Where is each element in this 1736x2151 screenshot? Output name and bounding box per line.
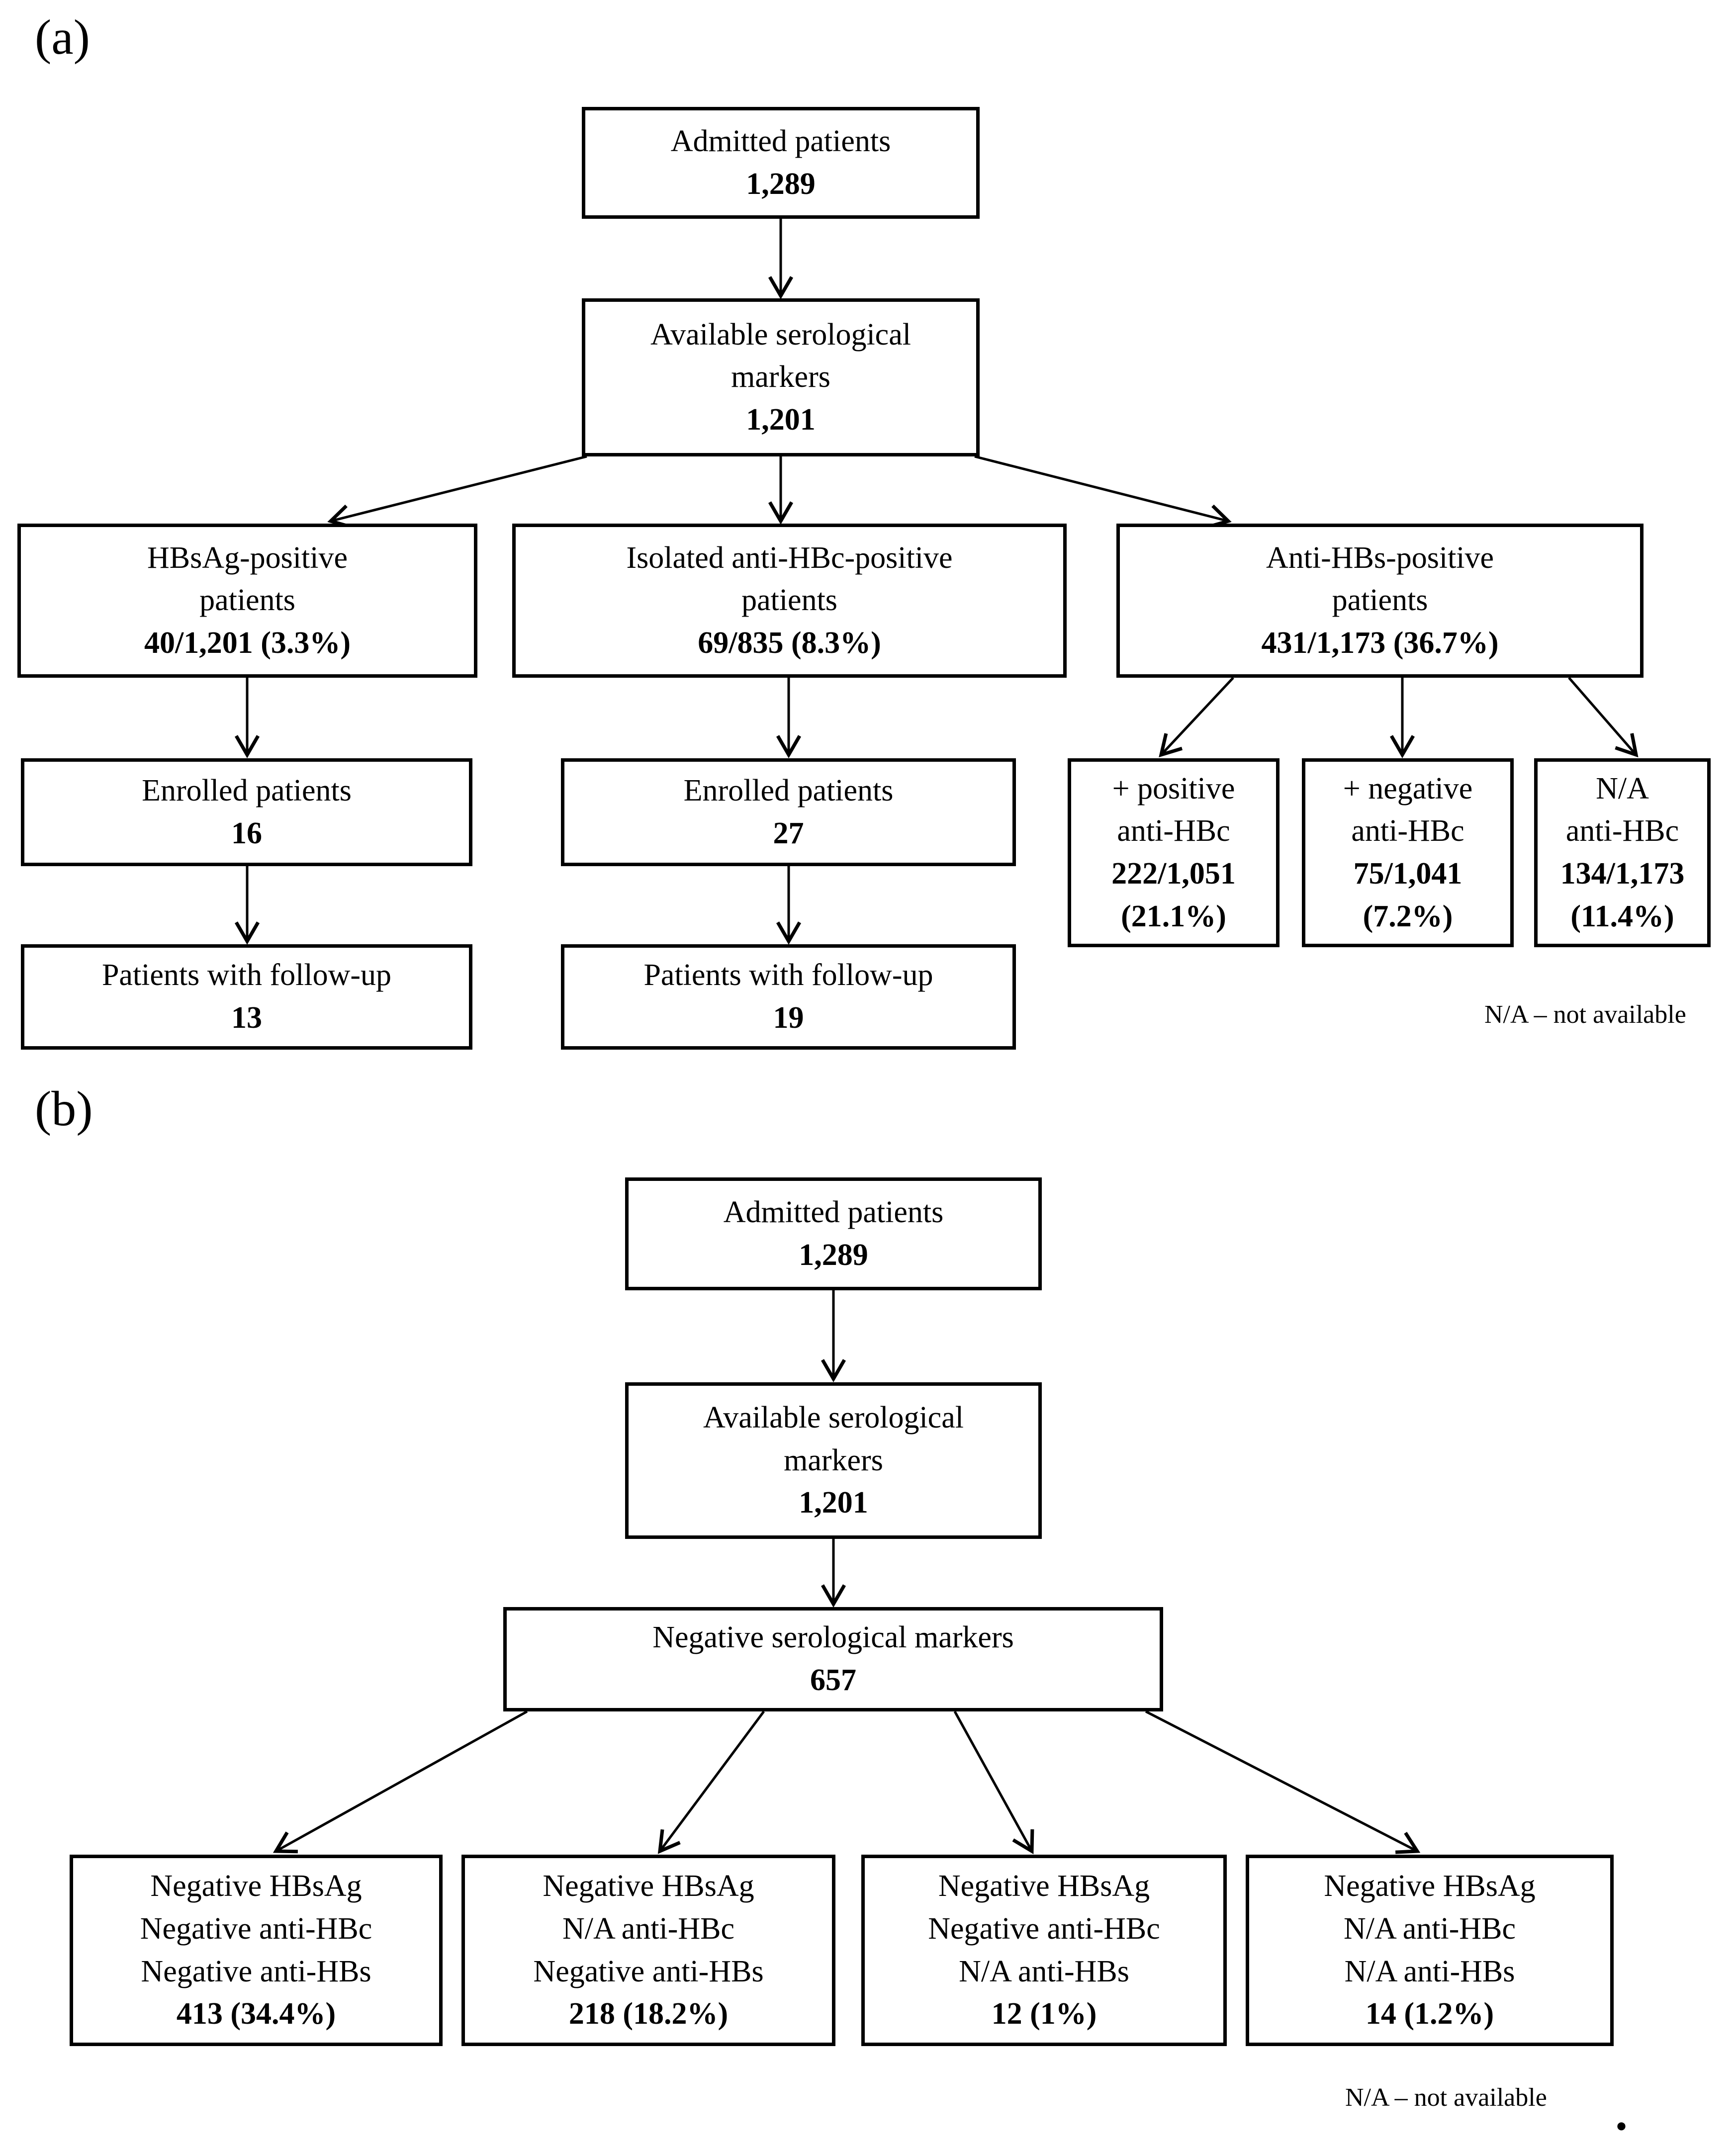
box-title-line1: N/A (1596, 771, 1649, 806)
box-value: 19 (773, 1001, 804, 1035)
box-value: 1,201 (799, 1486, 868, 1520)
box-title-line3: N/A anti-HBs (1344, 1954, 1515, 1988)
box-a-neg-antihbc: + negative anti-HBc 75/1,041 (7.2%) (1302, 758, 1514, 947)
box-b-negative-markers: Negative serological markers 657 (503, 1607, 1163, 1711)
box-value: 27 (773, 816, 804, 850)
arrow-b-negative-to-outcome2 (657, 1710, 765, 1854)
panel-a-label: (a) (35, 9, 90, 65)
arrow-b-negative-to-outcome1 (273, 1710, 528, 1854)
box-title-line2: anti-HBc (1117, 814, 1230, 848)
box-title-line3: Negative anti-HBs (533, 1954, 764, 1988)
footnote-a-na-not-available: N/A – not available (1484, 1000, 1686, 1029)
box-value-line1: 134/1,173 (1560, 857, 1685, 891)
box-title-line1: Negative HBsAg (938, 1869, 1150, 1903)
box-title-line1: Negative HBsAg (1324, 1869, 1536, 1903)
footnote-b-na-not-available: N/A – not available (1345, 2083, 1547, 2112)
box-title-line1: Negative HBsAg (150, 1869, 362, 1903)
box-title-line1: Available serological (650, 317, 911, 352)
box-value: 1,201 (746, 402, 816, 437)
box-a-admitted-patients: Admitted patients 1,289 (582, 107, 980, 219)
box-title-line2: patients (741, 583, 837, 618)
box-title: Negative serological markers (652, 1620, 1014, 1655)
box-title: Patients with follow-up (101, 958, 392, 992)
box-a-followup-left: Patients with follow-up 13 (21, 944, 472, 1050)
box-value: 431/1,173 (36.7%) (1261, 626, 1499, 660)
box-b-available-markers: Available serological markers 1,201 (625, 1382, 1042, 1539)
box-value-line1: 75/1,041 (1353, 857, 1462, 891)
trailing-period: . (1615, 2085, 1628, 2141)
box-value: 413 (34.4%) (176, 1997, 336, 2031)
box-a-isolated-antihbc-positive: Isolated anti-HBc-positive patients 69/8… (512, 524, 1067, 678)
box-value-line2: (7.2%) (1363, 899, 1453, 933)
box-b-outcome-na-both: Negative HBsAg N/A anti-HBc N/A anti-HBs… (1246, 1855, 1614, 2046)
box-value: 218 (18.2%) (568, 1997, 729, 2031)
box-title-line2: anti-HBc (1351, 814, 1464, 848)
box-title: Admitted patients (723, 1195, 944, 1229)
box-b-outcome-na-antihbs: Negative HBsAg Negative anti-HBc N/A ant… (861, 1855, 1227, 2046)
box-title: Patients with follow-up (643, 958, 933, 992)
box-a-hbsag-positive: HBsAg-positive patients 40/1,201 (3.3%) (17, 524, 477, 678)
box-title-line1: HBsAg-positive (147, 540, 348, 575)
arrow-a-available-to-hbsag (327, 455, 587, 529)
box-title: Enrolled patients (142, 773, 352, 807)
arrow-a-antihbs-to-na (1568, 677, 1639, 758)
box-title-line2: patients (199, 583, 295, 618)
box-title: Enrolled patients (683, 773, 894, 807)
box-value: 12 (1%) (991, 1997, 1097, 2031)
box-value: 657 (810, 1663, 856, 1697)
box-a-enrolled-left: Enrolled patients 16 (21, 758, 472, 866)
box-value: 69/835 (8.3%) (698, 626, 881, 660)
box-a-followup-mid: Patients with follow-up 19 (561, 944, 1016, 1050)
box-title-line1: Negative HBsAg (543, 1869, 754, 1903)
arrow-b-negative-to-outcome3 (953, 1710, 1034, 1855)
box-title-line2: Negative anti-HBc (140, 1911, 372, 1946)
box-a-na-antihbc: N/A anti-HBc 134/1,173 (11.4%) (1534, 758, 1711, 947)
box-value-line2: (21.1%) (1121, 899, 1226, 933)
box-title-line2: markers (784, 1443, 883, 1477)
box-value-line1: 222/1,051 (1111, 857, 1236, 891)
box-title-line3: Negative anti-HBs (141, 1954, 371, 1988)
box-title-line1: + negative (1343, 771, 1473, 806)
box-title-line3: N/A anti-HBs (959, 1954, 1129, 1988)
box-title-line1: Available serological (703, 1401, 964, 1435)
box-title-line1: + positive (1112, 771, 1235, 806)
box-value: 1,289 (799, 1238, 868, 1272)
arrow-a-antihbs-to-pos (1159, 677, 1234, 758)
box-title-line1: Isolated anti-HBc-positive (626, 540, 953, 575)
panel-b-label: (b) (35, 1081, 93, 1136)
box-b-outcome-na-antihbc: Negative HBsAg N/A anti-HBc Negative ant… (461, 1855, 835, 2046)
box-b-admitted-patients: Admitted patients 1,289 (625, 1177, 1042, 1290)
box-value: 13 (231, 1001, 262, 1035)
box-title-line2: anti-HBc (1565, 814, 1679, 848)
box-title-line2: markers (731, 360, 830, 394)
box-value: 14 (1.2%) (1365, 1997, 1494, 2031)
box-title: Admitted patients (670, 124, 891, 158)
box-a-available-markers: Available serological markers 1,201 (582, 298, 980, 456)
box-value: 1,289 (746, 167, 816, 201)
box-title-line2: Negative anti-HBc (928, 1911, 1160, 1946)
box-b-outcome-all-negative: Negative HBsAg Negative anti-HBc Negativ… (70, 1855, 443, 2046)
arrow-b-negative-to-outcome4 (1145, 1710, 1421, 1854)
box-title-line1: Anti-HBs-positive (1266, 540, 1494, 575)
box-title-line2: patients (1332, 583, 1428, 618)
arrow-a-available-to-antihbs (974, 455, 1232, 529)
box-a-antihbs-positive: Anti-HBs-positive patients 431/1,173 (36… (1116, 524, 1644, 678)
box-a-pos-antihbc: + positive anti-HBc 222/1,051 (21.1%) (1068, 758, 1279, 947)
box-title-line2: N/A anti-HBc (1343, 1911, 1516, 1946)
box-title-line2: N/A anti-HBc (562, 1911, 735, 1946)
box-value: 40/1,201 (3.3%) (144, 626, 351, 660)
box-value-line2: (11.4%) (1570, 899, 1674, 933)
box-a-enrolled-mid: Enrolled patients 27 (561, 758, 1016, 866)
box-value: 16 (231, 816, 262, 850)
